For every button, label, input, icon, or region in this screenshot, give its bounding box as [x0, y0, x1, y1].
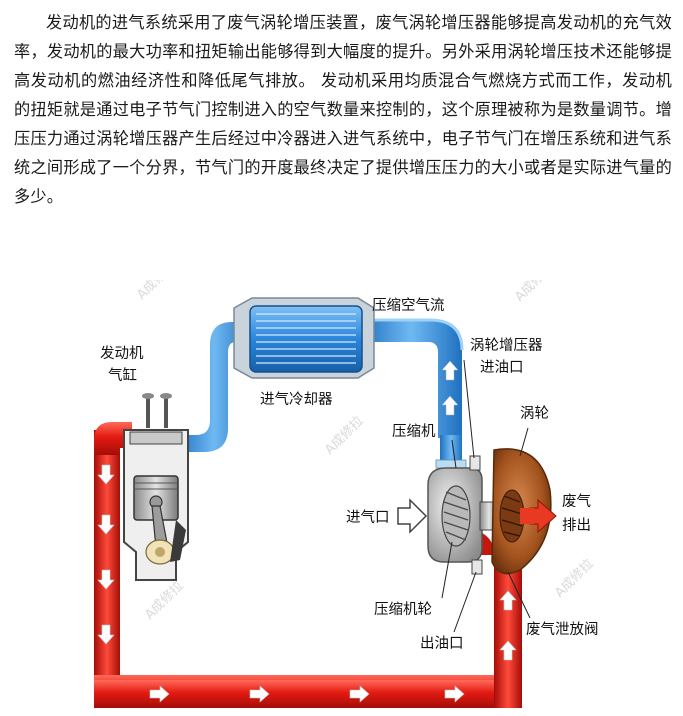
- watermark: A成修拉: [322, 413, 366, 457]
- engine-cylinder: [123, 393, 189, 581]
- turbocharger-diagram: 发动机 气缸 进气冷却器 压缩空气流 涡轮增压器 进油口 涡轮 压缩机 进气口 …: [94, 280, 599, 708]
- air-inlet-arrow: [397, 498, 428, 534]
- label-compressed-air: 压缩空气流: [372, 297, 445, 314]
- label-oil-outlet: 出油口: [420, 635, 464, 652]
- exhaust-flow-arrows: [97, 464, 517, 703]
- leader-lines: [441, 359, 531, 633]
- label-cylinder-line2: 气缸: [108, 366, 137, 384]
- description-paragraph: 发动机的进气系统采用了废气涡轮增压装置，废气涡轮增压器能够提高发动机的充气效率，…: [14, 13, 672, 206]
- label-compressor: 压缩机: [392, 423, 436, 440]
- intercooler: [233, 297, 375, 379]
- label-exhaust-line2: 排出: [562, 517, 591, 534]
- label-cylinder-line1: 发动机: [100, 345, 144, 362]
- compressor-wheel: [441, 485, 471, 547]
- label-turbo-oil-inlet-line1: 涡轮增压器: [470, 337, 543, 354]
- intake-flow-arrows: [441, 360, 459, 416]
- label-wastegate: 废气泄放阀: [526, 621, 599, 638]
- label-compressor-wheel: 压缩机轮: [374, 601, 432, 618]
- label-air-inlet: 进气口: [346, 509, 390, 526]
- exhaust-pipe: [94, 422, 522, 708]
- label-turbine: 涡轮: [520, 405, 549, 422]
- exhaust-out-arrow: [520, 498, 557, 534]
- label-turbo-oil-inlet-line2: 进油口: [480, 359, 524, 376]
- watermark: A成修拉: [512, 280, 556, 305]
- watermark: A成修拉: [552, 556, 596, 600]
- watermark: A成修拉: [142, 578, 186, 622]
- watermark: A成修拉: [134, 280, 178, 303]
- label-exhaust-line1: 废气: [562, 493, 591, 510]
- label-intercooler: 进气冷却器: [260, 391, 333, 408]
